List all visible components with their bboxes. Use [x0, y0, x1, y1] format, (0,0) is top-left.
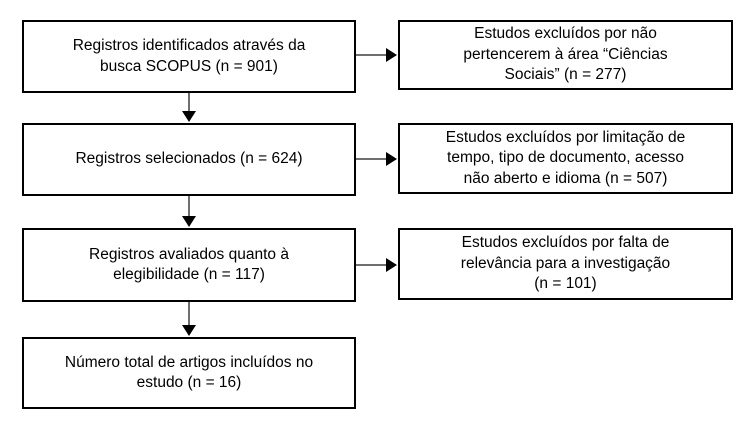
connector-line — [188, 93, 190, 113]
node-records-selected: Registros selecionados (n = 624) — [22, 123, 356, 196]
arrow-right-icon — [386, 48, 397, 62]
node-excluded-limits: Estudos excluídos por limitação de tempo… — [398, 123, 733, 194]
node-records-identified: Registros identificados através da busca… — [22, 20, 356, 93]
arrow-down-icon — [182, 216, 196, 227]
node-excluded-area: Estudos excluídos por não pertencerem à … — [398, 20, 733, 90]
connector-line — [188, 196, 190, 217]
arrow-down-icon — [182, 325, 196, 336]
connector-line — [188, 302, 190, 326]
node-excluded-relevance: Estudos excluídos por falta de relevânci… — [398, 228, 733, 300]
arrow-down-icon — [182, 111, 196, 122]
connector-line — [356, 158, 388, 160]
connector-line — [356, 54, 388, 56]
node-records-eligibility: Registros avaliados quanto à elegibilida… — [22, 228, 356, 302]
arrow-right-icon — [386, 152, 397, 166]
arrow-right-icon — [386, 258, 397, 272]
node-studies-included: Número total de artigos incluídos no est… — [22, 337, 356, 409]
connector-line — [356, 264, 388, 266]
